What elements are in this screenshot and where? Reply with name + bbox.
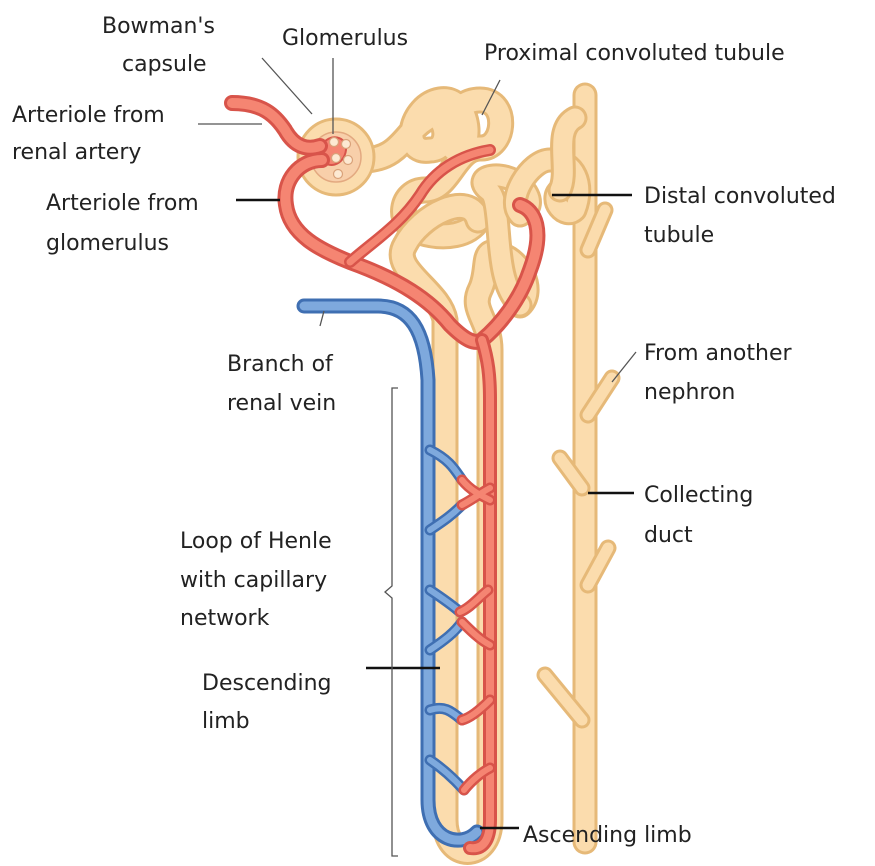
- label-loop-of-henle: Loop of Henle with capillary network: [180, 529, 339, 631]
- nephron-tubule: [366, 100, 579, 852]
- label-ascending-limb: Ascending limb: [523, 823, 692, 848]
- label-distal-convoluted-tubule: Distal convoluted tubule: [644, 184, 843, 248]
- label-arteriole-from-renal-artery: Arteriole from renal artery: [12, 103, 172, 165]
- label-collecting-duct: Collecting duct: [644, 483, 760, 548]
- label-from-another-nephron: From another nephron: [644, 341, 799, 405]
- label-proximal-convoluted-tubule: Proximal convoluted tubule: [484, 41, 785, 66]
- label-glomerulus: Glomerulus: [282, 26, 408, 51]
- label-bowmans-capsule: Bowman's capsule: [102, 14, 222, 77]
- label-descending-limb: Descending limb: [202, 671, 339, 734]
- label-arteriole-from-glomerulus: Arteriole from glomerulus: [46, 191, 206, 256]
- label-branch-of-renal-vein: Branch of renal vein: [227, 352, 340, 416]
